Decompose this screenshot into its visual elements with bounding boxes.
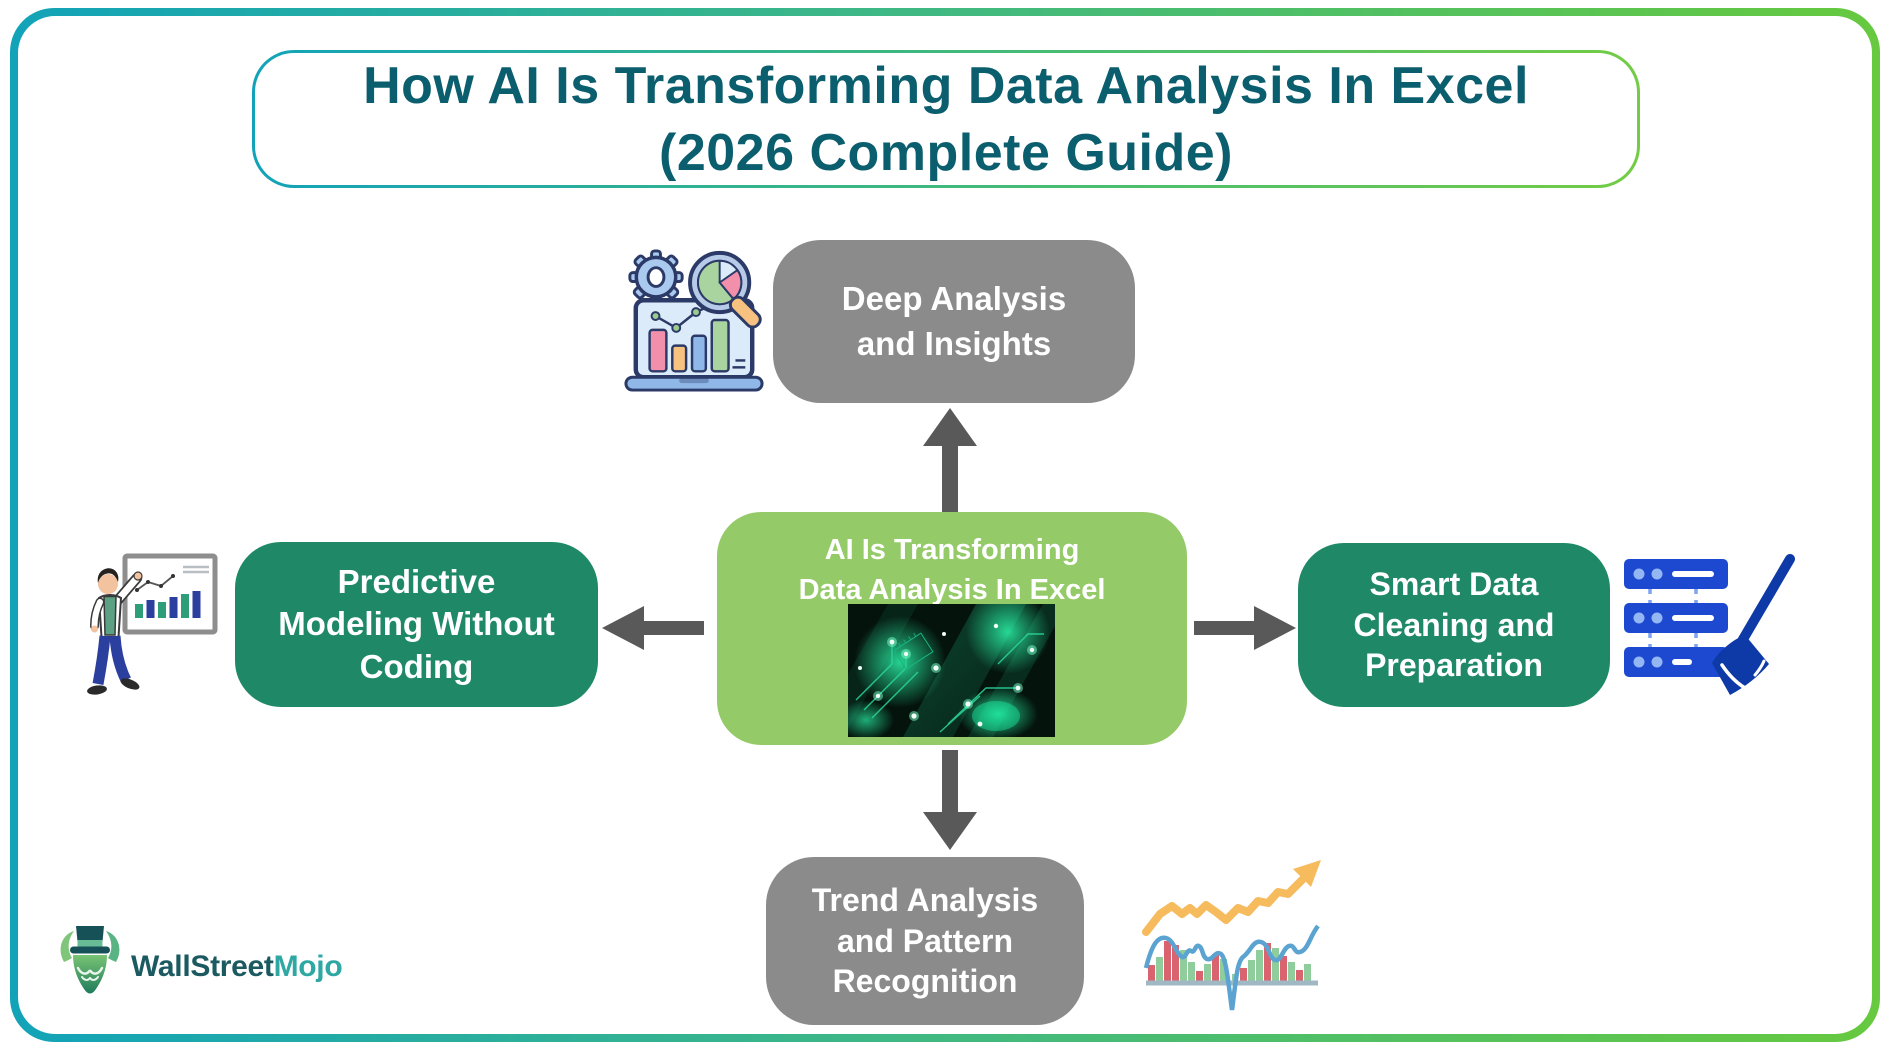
arrow-down-icon: [923, 750, 977, 850]
deep-analysis-node: Deep Analysis and Insights: [773, 240, 1135, 403]
trend-analysis-node: Trend Analysis and Pattern Recognition: [766, 857, 1084, 1025]
arrow-right-icon: [1194, 606, 1296, 650]
smart-data-cleaning-node: Smart Data Cleaning and Preparation: [1298, 543, 1610, 707]
presenter-chart-icon: [87, 553, 218, 695]
server-broom-icon: [1624, 554, 1795, 695]
page-title-line-2: (2026 Complete Guide): [659, 123, 1233, 182]
circuit-board-image: [848, 604, 1055, 737]
predictive-modeling-node: Predictive Modeling Without Coding: [235, 542, 598, 707]
bull-tophat-icon: [60, 926, 120, 994]
wallstreetmojo-logo: WallStreetMojo: [58, 924, 343, 1010]
central-topic-node: AI Is Transforming Data Analysis In Exce…: [717, 512, 1187, 745]
title-box: How AI Is Transforming Data Analysis In …: [252, 50, 1640, 188]
central-topic-line-2: Data Analysis In Excel: [798, 574, 1106, 607]
page-title-line-1: How AI Is Transforming Data Analysis In …: [363, 56, 1529, 115]
trend-chart-icon: [1142, 860, 1321, 1011]
arrow-left-icon: [602, 606, 704, 650]
laptop-analytics-magnifier-icon: [624, 249, 764, 392]
arrow-up-icon: [923, 408, 977, 512]
central-topic-line-1: AI Is Transforming: [824, 534, 1080, 566]
brand-name: WallStreetMojo: [131, 950, 343, 983]
